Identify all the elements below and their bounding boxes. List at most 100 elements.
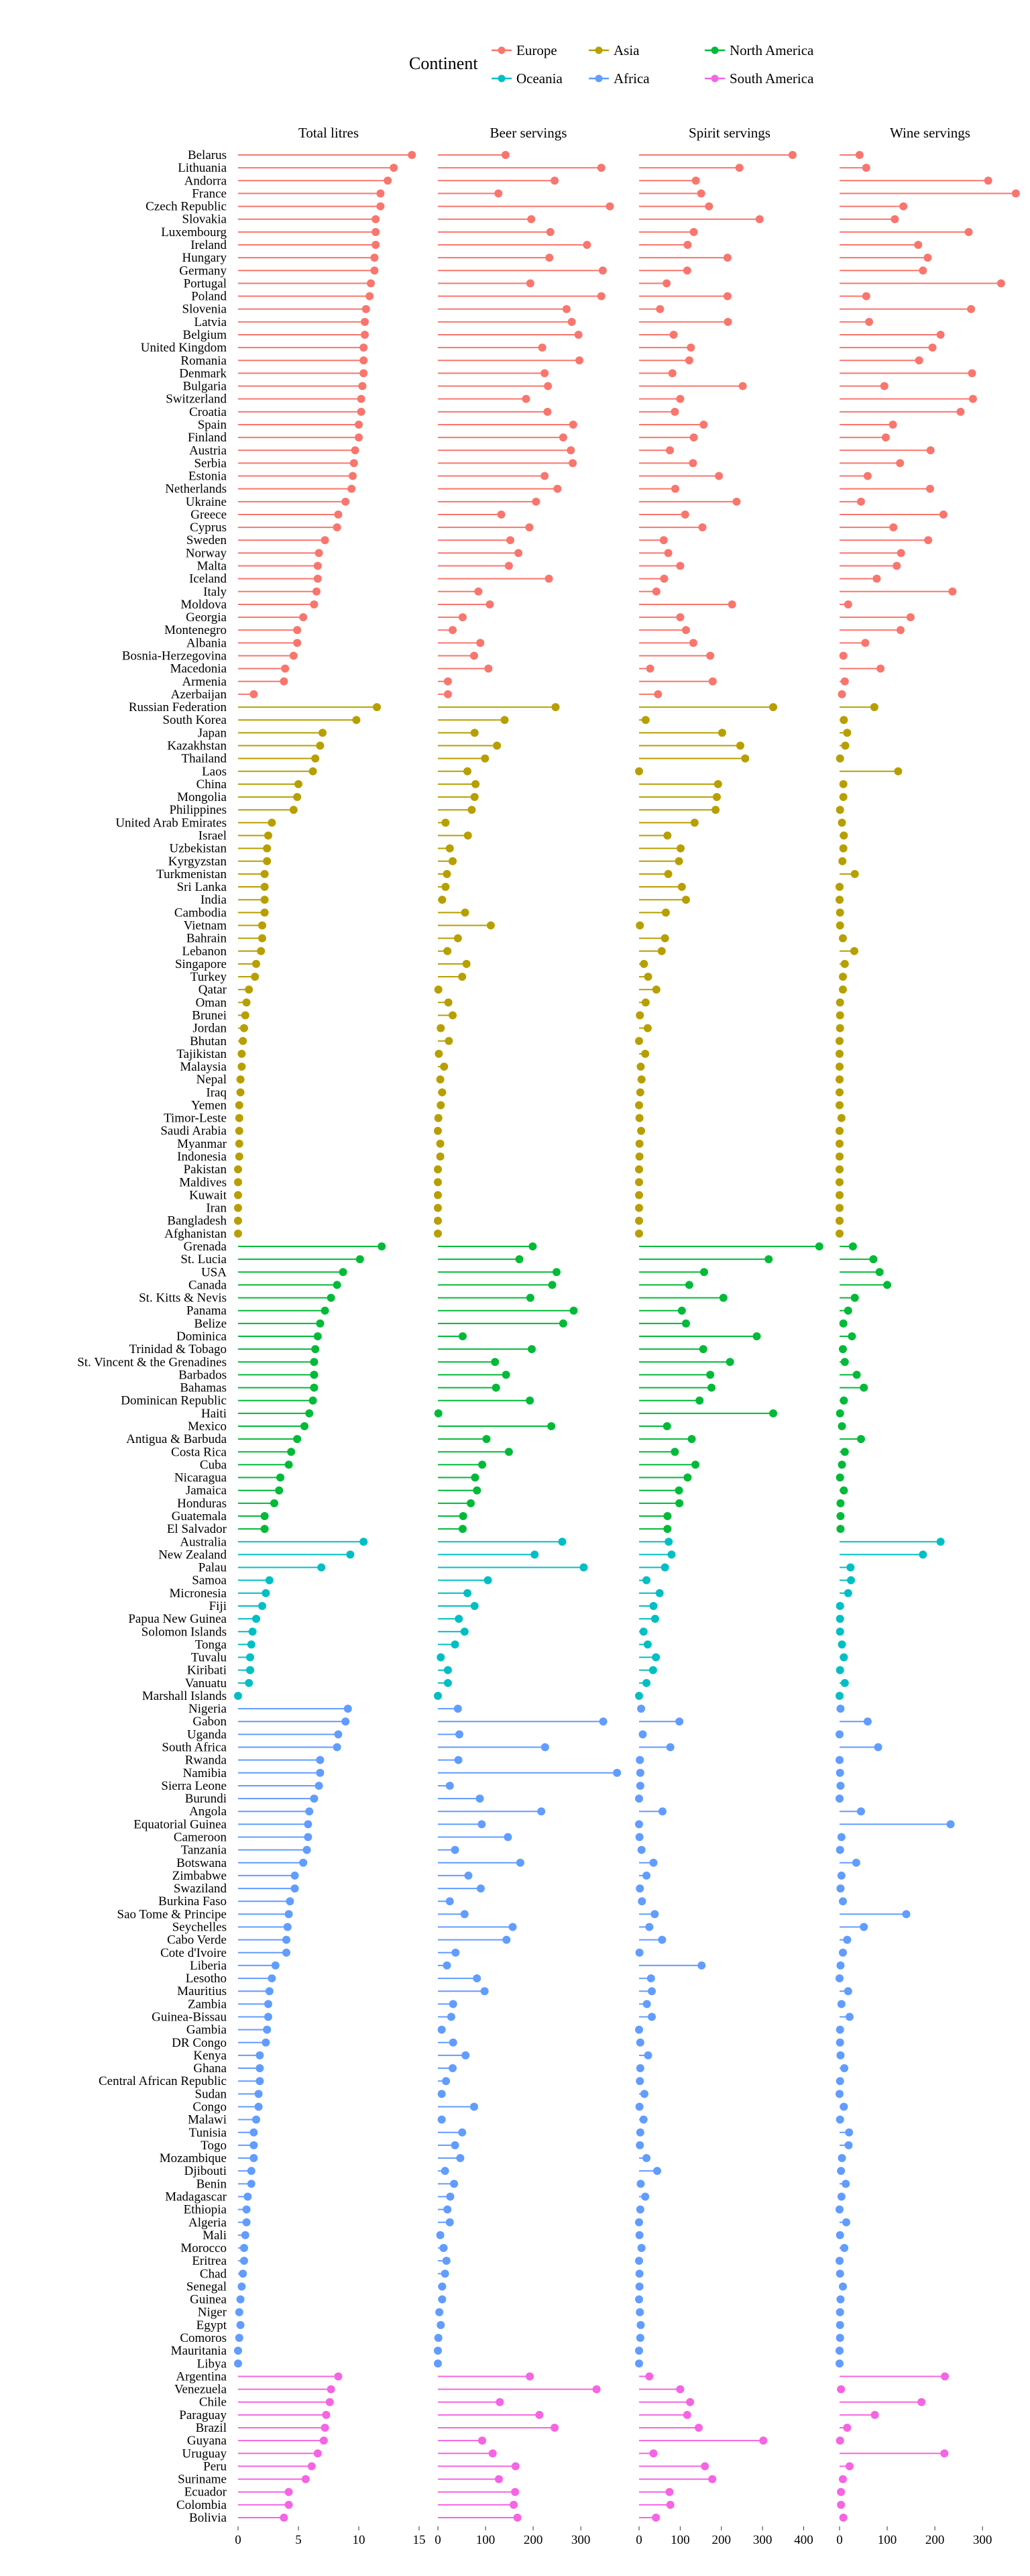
lollipop-point: [461, 908, 469, 917]
lollipop-point: [276, 1473, 284, 1482]
lollipop-point: [906, 613, 915, 622]
country-label: Jamaica: [186, 1484, 227, 1498]
lollipop-point: [635, 1101, 643, 1110]
lollipop-point: [513, 2514, 522, 2522]
lollipop-point: [928, 343, 937, 352]
lollipop-point: [234, 1216, 242, 1225]
lollipop-point: [437, 1653, 445, 1662]
lollipop-point: [836, 1499, 845, 1507]
lollipop-point: [525, 523, 534, 532]
lollipop-point: [234, 2359, 242, 2368]
lollipop-point: [691, 176, 700, 185]
lollipop-point: [656, 305, 665, 313]
lollipop-point: [313, 574, 322, 583]
lollipop-point: [548, 1281, 557, 1289]
lollipop-point: [641, 1049, 650, 1058]
lollipop-point: [863, 1717, 872, 1726]
lollipop-point: [840, 1486, 848, 1495]
country-label: Philippines: [169, 803, 227, 817]
lollipop-point: [355, 420, 363, 429]
lollipop-point: [371, 215, 380, 223]
lollipop-point: [284, 1460, 293, 1469]
lollipop-point: [917, 2398, 926, 2406]
lollipop-point: [235, 1152, 243, 1161]
lollipop-point: [838, 1640, 846, 1649]
lollipop-point: [264, 2012, 272, 2021]
lollipop-point: [370, 254, 379, 262]
lollipop-point: [638, 1730, 647, 1739]
country-label: Tonga: [195, 1638, 227, 1652]
lollipop-point: [515, 1255, 524, 1264]
lollipop-point: [241, 2231, 249, 2239]
lollipop-point: [666, 446, 675, 455]
lollipop-point: [249, 2141, 258, 2149]
lollipop-point: [361, 330, 369, 339]
lollipop-point: [676, 394, 685, 403]
lollipop-point: [551, 2424, 559, 2432]
lollipop-point: [239, 2269, 247, 2278]
lollipop-point: [836, 1666, 844, 1674]
lollipop-point: [840, 716, 848, 724]
lollipop-point: [940, 2449, 949, 2458]
country-label: Iran: [206, 1201, 227, 1216]
lollipop-point: [235, 1139, 243, 1148]
lollipop-point: [642, 2154, 651, 2163]
country-label: Spain: [198, 418, 227, 432]
country-label: Congo: [192, 2100, 227, 2114]
lollipop-point: [845, 2128, 854, 2137]
legend-item: Oceania: [492, 70, 563, 87]
lollipop-point: [245, 985, 253, 994]
lollipop-point: [327, 2385, 335, 2394]
lollipop-point: [648, 1666, 657, 1674]
country-label: Ecuador: [184, 2485, 227, 2500]
legend-label: North America: [730, 42, 814, 58]
lollipop-point: [439, 2244, 448, 2253]
lollipop-point: [492, 1383, 500, 1392]
lollipop-point: [460, 1627, 469, 1636]
legend-key-point: [498, 46, 506, 54]
lollipop-point: [836, 1845, 844, 1854]
lollipop-point: [299, 1858, 308, 1867]
lollipop-point: [635, 2359, 643, 2368]
lollipop-point: [236, 1088, 245, 1097]
country-label: Japan: [198, 726, 227, 740]
lollipop-point: [437, 2090, 446, 2098]
lollipop-point: [838, 2282, 847, 2291]
country-label: Norway: [186, 546, 227, 560]
lollipop-point: [289, 806, 298, 814]
lollipop-point: [718, 729, 726, 737]
country-label: Austria: [189, 443, 227, 458]
lollipop-point: [836, 2051, 845, 2059]
lollipop-point: [838, 818, 846, 827]
lollipop-point: [255, 2064, 264, 2073]
lollipop-point: [759, 2436, 768, 2445]
country-label: Uzbekistan: [170, 842, 227, 856]
country-label: Andorra: [184, 174, 227, 188]
lollipop-point: [237, 1049, 246, 1058]
lollipop-point: [443, 947, 452, 955]
lollipop-point: [837, 1114, 846, 1122]
lollipop-point: [687, 343, 695, 352]
lollipop-point: [247, 1640, 255, 1649]
country-label: Comoros: [180, 2331, 227, 2345]
lollipop-point: [719, 1293, 728, 1302]
country-label: Ghana: [193, 2061, 227, 2076]
lollipop-point: [319, 729, 327, 737]
lollipop-point: [837, 2385, 846, 2394]
lollipop-point: [691, 1460, 700, 1469]
lollipop-point: [636, 2038, 644, 2047]
lollipop-point: [649, 2449, 658, 2458]
lollipop-point: [252, 2115, 260, 2124]
lollipop-point: [654, 690, 663, 698]
lollipop-point: [641, 2192, 650, 2201]
lollipop-point: [443, 677, 452, 686]
country-label: Bangladesh: [167, 1214, 227, 1228]
lollipop-point: [689, 639, 697, 647]
lollipop-point: [844, 1306, 852, 1315]
country-label: Benin: [196, 2177, 227, 2191]
lollipop-point: [255, 2051, 264, 2059]
lollipop-point: [613, 1768, 622, 1777]
lollipop-point: [923, 254, 932, 262]
lollipop-point: [260, 896, 269, 904]
lollipop-point: [837, 2192, 846, 2201]
